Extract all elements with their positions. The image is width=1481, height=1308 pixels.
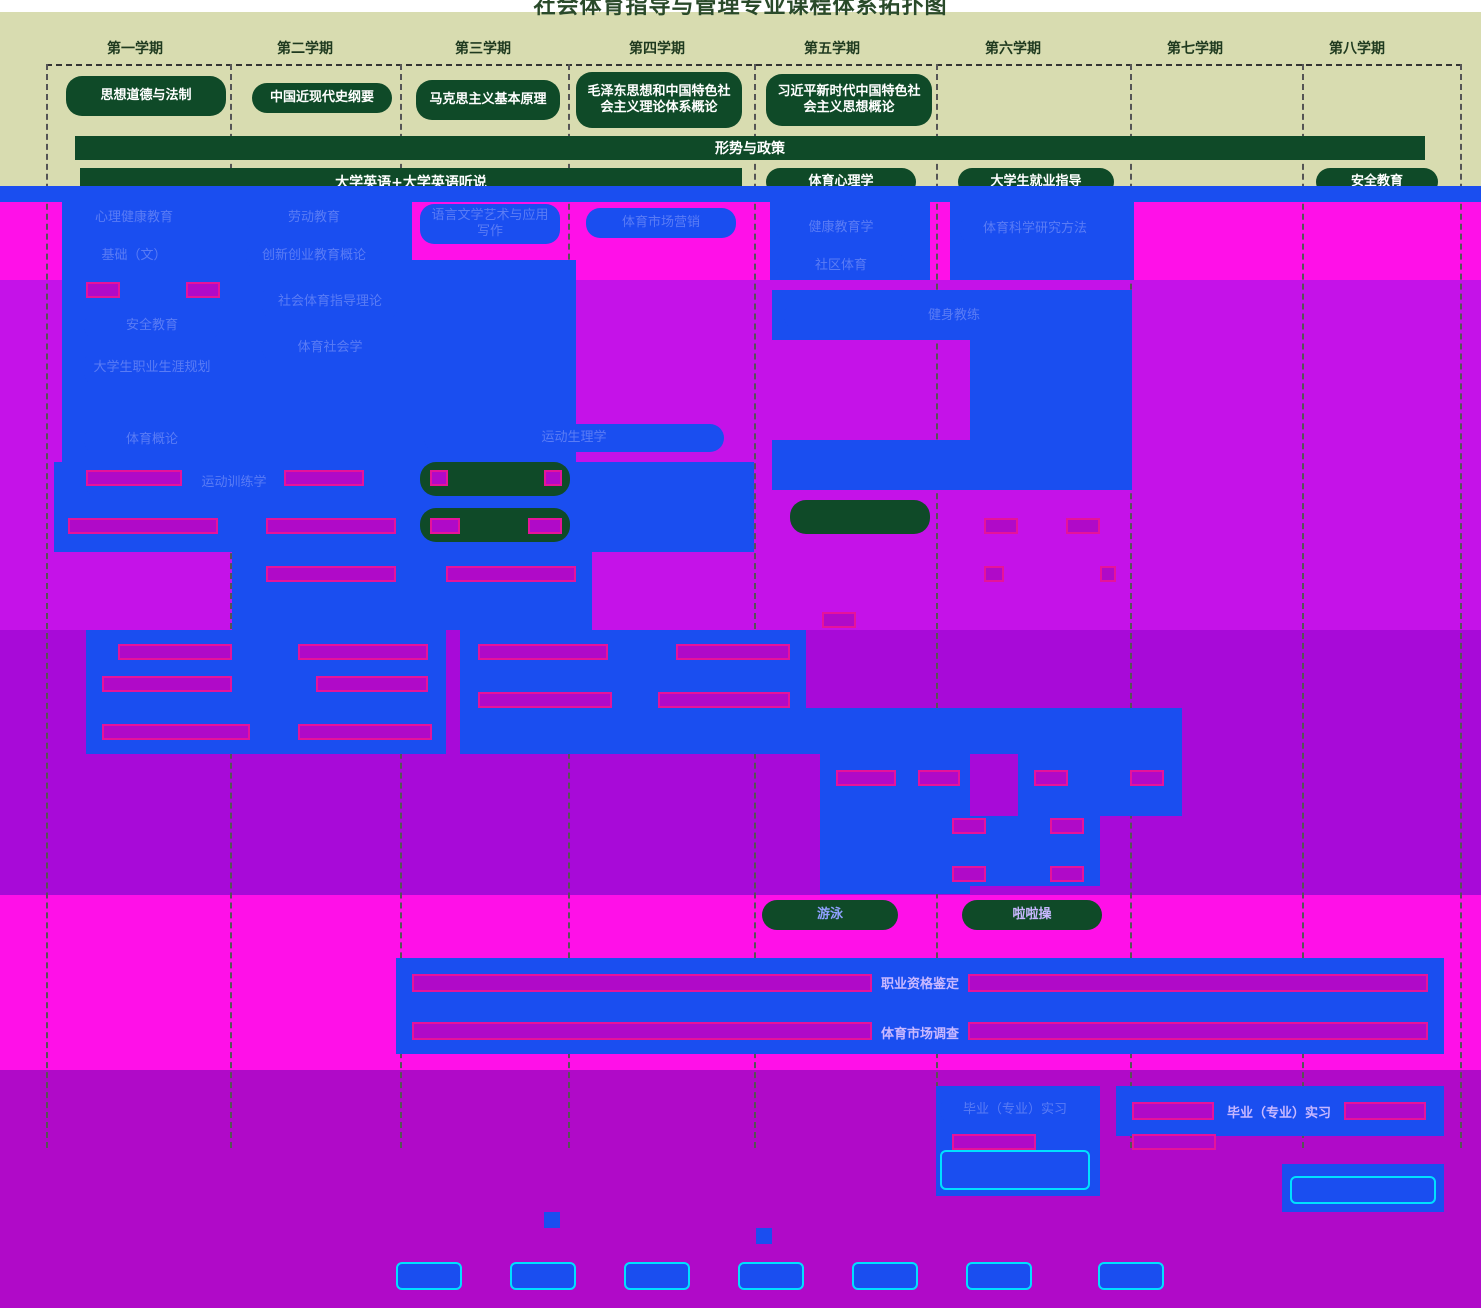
- glitch-box: [738, 1262, 804, 1290]
- glitch-box: [624, 1262, 690, 1290]
- glitch-overlay: [412, 1022, 872, 1040]
- course-node-obscured: 健康教育学: [776, 214, 906, 242]
- glitch-overlay: [446, 566, 576, 582]
- course-node-obscured: 健身教练: [784, 302, 1124, 330]
- course-node-obscured: 心理健康教育: [66, 204, 202, 232]
- glitch-overlay: [68, 518, 218, 534]
- glitch-overlay: [86, 470, 182, 486]
- glitch-overlay: [968, 974, 1428, 992]
- course-node-obscured: 语言文学艺术与应用写作: [420, 204, 560, 244]
- diagram-title: 社会体育指导与管理专业课程体系拓扑图: [0, 0, 1481, 20]
- glitch-overlay: [1344, 1102, 1426, 1120]
- glitch-box: [396, 1262, 462, 1290]
- course-bar: 体育市场调查: [872, 1020, 968, 1044]
- course-node-obscured: 体育社会学: [262, 334, 398, 362]
- semester-6: 第六学期: [938, 38, 1088, 58]
- course-node-obscured: 体育市场营销: [586, 208, 736, 238]
- glitch-overlay: [316, 676, 428, 692]
- course-node: 毛泽东思想和中国特色社会主义理论体系概论: [576, 72, 742, 128]
- course-node: 思想道德与法制: [66, 76, 226, 116]
- glitch-box: [1290, 1176, 1436, 1204]
- glitch-box: [852, 1262, 918, 1290]
- glitch-box: [940, 1150, 1090, 1190]
- glitch-overlay: [478, 644, 608, 660]
- divider-8: [1460, 64, 1462, 1148]
- semester-5: 第五学期: [757, 38, 907, 58]
- glitch-overlay: [412, 974, 872, 992]
- glitch-overlay: [952, 866, 986, 882]
- course-node-obscured: 基础（文）: [66, 242, 202, 270]
- glitch-panel: [970, 340, 1132, 440]
- glitch-panel: [772, 440, 1132, 490]
- course-node: 中国近现代史纲要: [252, 83, 392, 113]
- course-node-obscured: 大学生职业生涯规划: [84, 350, 220, 386]
- glitch-panel: [756, 1228, 772, 1244]
- semester-3: 第三学期: [408, 38, 558, 58]
- glitch-box: [1098, 1262, 1164, 1290]
- glitch-overlay: [1132, 1134, 1216, 1150]
- course-bar: 形势与政策: [75, 136, 1425, 160]
- divider-0: [46, 64, 48, 1148]
- glitch-overlay: [952, 818, 986, 834]
- course-node-obscured: 社会体育指导理论: [262, 284, 398, 320]
- glitch-overlay: [658, 692, 790, 708]
- course-node-obscured: 体育科学研究方法: [960, 214, 1110, 244]
- glitch-box: [510, 1262, 576, 1290]
- course-node: 习近平新时代中国特色社会主义思想概论: [766, 74, 932, 126]
- glitch-overlay: [952, 1134, 1036, 1150]
- course-node-obscured: 劳动教育: [246, 204, 382, 232]
- course-bar: 职业资格鉴定: [872, 970, 968, 994]
- glitch-panel: [544, 1212, 560, 1228]
- course-node: 马克思主义基本原理: [416, 80, 560, 120]
- glitch-overlay: [836, 770, 896, 786]
- course-node-obscured: 体育概论: [84, 426, 220, 454]
- glitch-overlay: [266, 518, 396, 534]
- glitch-overlay: [1050, 866, 1084, 882]
- glitch-overlay: [1100, 566, 1116, 582]
- course-node-obscured: 运动生理学: [424, 424, 724, 452]
- semester-1: 第一学期: [60, 38, 210, 58]
- glitch-overlay: [968, 1022, 1428, 1040]
- glitch-overlay: [102, 676, 232, 692]
- course-node-obscured: 安全教育: [84, 312, 220, 340]
- glitch-overlay: [118, 644, 232, 660]
- course-node-obscured: 毕业（专业）实习: [1214, 1098, 1344, 1124]
- glitch-overlay: [1130, 770, 1164, 786]
- glitch-box: [966, 1262, 1032, 1290]
- course-node-obscured: 创新创业教育概论: [246, 242, 382, 270]
- glitch-overlay: [284, 470, 364, 486]
- glitch-overlay: [266, 566, 396, 582]
- glitch-overlay: [1034, 770, 1068, 786]
- glitch-overlay: [918, 770, 960, 786]
- glitch-overlay: [544, 470, 562, 486]
- glitch-overlay: [984, 566, 1004, 582]
- glitch-overlay: [478, 692, 612, 708]
- semester-4: 第四学期: [582, 38, 732, 58]
- glitch-overlay: [528, 518, 562, 534]
- glitch-overlay: [102, 724, 250, 740]
- glitch-panel: [232, 550, 592, 630]
- course-node-obscured: 毕业（专业）实习: [940, 1096, 1090, 1124]
- course-node-obscured: 社区体育: [776, 252, 906, 280]
- course-node: 啦啦操: [962, 900, 1102, 930]
- glitch-overlay: [984, 518, 1018, 534]
- semester-7: 第七学期: [1120, 38, 1270, 58]
- semester-8: 第八学期: [1282, 38, 1432, 58]
- glitch-overlay: [1132, 1102, 1214, 1120]
- glitch-overlay: [1050, 818, 1084, 834]
- course-node: 游泳: [762, 900, 898, 930]
- glitch-overlay: [430, 470, 448, 486]
- glitch-overlay: [822, 612, 856, 628]
- course-node: [790, 500, 930, 534]
- glitch-overlay: [186, 282, 220, 298]
- glitch-overlay: [298, 724, 432, 740]
- glitch-overlay: [1066, 518, 1100, 534]
- glitch-panel: [460, 708, 1182, 754]
- glitch-overlay: [86, 282, 120, 298]
- glitch-overlay: [430, 518, 460, 534]
- glitch-overlay: [676, 644, 790, 660]
- glitch-overlay: [298, 644, 428, 660]
- semester-2: 第二学期: [230, 38, 380, 58]
